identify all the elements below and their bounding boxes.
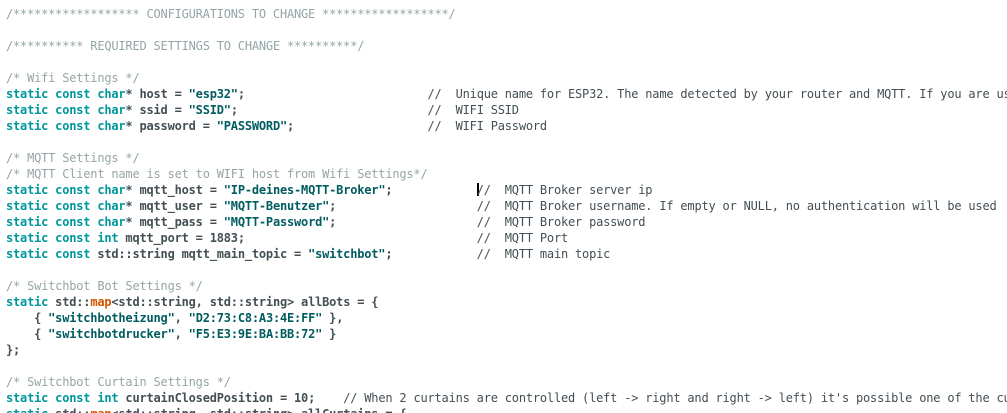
code-segment-str: "switchbot" [308, 247, 386, 261]
code-segment-com1: /* MQTT Client name is set to WIFI host … [6, 167, 428, 181]
code-segment-com1: /****************** CONFIGURATIONS TO CH… [6, 7, 456, 21]
code-segment-com2: // Unique name for ESP32. The name detec… [427, 87, 1007, 101]
code-segment-kw: static const int [6, 231, 119, 245]
code-line: static const char* host = "esp32"; // Un… [6, 86, 1007, 102]
code-segment-kw: static const char [6, 119, 126, 133]
code-line: /********** REQUIRED SETTINGS TO CHANGE … [6, 38, 1007, 54]
code-segment-plain: <std::string, std::string> allCurtains =… [111, 407, 406, 413]
code-segment-com2: // WIFI SSID [427, 103, 520, 117]
code-segment-str: "MQTT-Password" [223, 215, 330, 229]
code-segment-plain: * mqtt_user = [125, 199, 224, 213]
code-line [6, 22, 1007, 38]
code-line: /* MQTT Client name is set to WIFI host … [6, 166, 1007, 182]
code-segment-com1: /* Wifi Settings */ [6, 71, 140, 85]
code-segment-str: "MQTT-Benutzer" [223, 199, 330, 213]
code-segment-kw: static const char [6, 183, 126, 197]
code-segment-com2: // MQTT main topic [476, 247, 611, 261]
code-segment-plain: ; [385, 183, 477, 197]
code-line: static std::map<std::string, std::string… [6, 294, 1007, 310]
code-segment-plain: * host = [125, 87, 189, 101]
code-segment-kw: static const char [6, 103, 126, 117]
code-segment-str: "SSID" [188, 103, 231, 117]
code-segment-plain: ; [230, 103, 428, 117]
code-segment-com2: // WIFI Password [427, 119, 548, 133]
code-segment-com1: /* Switchbot Curtain Settings */ [6, 375, 231, 389]
code-segment-kw: static [6, 295, 49, 309]
code-segment-plain: curtainClosedPosition = 10; [118, 391, 344, 405]
code-segment-plain: ; [287, 119, 428, 133]
code-segment-plain: std:: [48, 407, 90, 413]
code-segment-str: "D2:73:C8:A3:4E:FF" [188, 311, 323, 325]
code-segment-plain: ; [237, 87, 428, 101]
code-segment-plain: }, [322, 311, 344, 325]
code-segment-kw: static const char [6, 215, 126, 229]
code-line [6, 134, 1007, 150]
code-line: /* MQTT Settings */ [6, 150, 1007, 166]
code-segment-plain: * ssid = [125, 103, 189, 117]
code-segment-plain: std::string mqtt_main_topic = [90, 247, 309, 261]
code-segment-com2: // MQTT Broker server ip [476, 183, 653, 197]
code-line: static const int mqtt_port = 1883; // MQ… [6, 230, 1007, 246]
code-line: static const int curtainClosedPosition =… [6, 390, 1007, 406]
code-segment-plain: std:: [48, 295, 91, 309]
code-segment-plain: ; [329, 199, 477, 213]
code-segment-fn: map [90, 295, 112, 309]
code-segment-kw: static const char [6, 87, 126, 101]
code-line: static const char* password = "PASSWORD"… [6, 118, 1007, 134]
code-line: static const std::string mqtt_main_topic… [6, 246, 1007, 262]
code-segment-com2: // When 2 curtains are controlled (left … [343, 391, 1007, 405]
code-segment-kw: static [6, 407, 48, 413]
code-segment-kw: static const int [6, 391, 119, 405]
code-segment-plain: * mqtt_pass = [125, 215, 224, 229]
code-line [6, 54, 1007, 70]
code-segment-plain: mqtt_port = 1883; [118, 231, 477, 245]
code-segment-plain: }; [6, 343, 21, 357]
code-segment-plain: , [174, 311, 189, 325]
code-segment-str: "esp32" [188, 87, 238, 101]
code-segment-fn: map [90, 407, 111, 413]
code-segment-com2: // MQTT Port [476, 231, 569, 245]
code-segment-plain: } [322, 327, 337, 341]
code-segment-kw: static const char [6, 199, 126, 213]
code-line: static const char* mqtt_user = "MQTT-Ben… [6, 198, 1007, 214]
code-segment-plain: { [6, 327, 49, 341]
code-line: }; [6, 342, 1007, 358]
code-segment-str: "switchbotdrucker" [48, 327, 175, 341]
code-segment-com1: /********** REQUIRED SETTINGS TO CHANGE … [6, 39, 365, 53]
code-segment-plain: ; [385, 247, 477, 261]
code-line: { "switchbotdrucker", "F5:E3:9E:BA:BB:72… [6, 326, 1007, 342]
code-segment-com1: /* Switchbot Bot Settings */ [6, 279, 203, 293]
code-segment-com2: // MQTT Broker username. If empty or NUL… [476, 199, 997, 213]
code-segment-plain: * mqtt_host = [125, 183, 224, 197]
code-segment-plain: ; [329, 215, 477, 229]
code-line: /* Switchbot Curtain Settings */ [6, 374, 1007, 390]
code-segment-com1: /* MQTT Settings */ [6, 151, 140, 165]
code-segment-str: "F5:E3:9E:BA:BB:72" [188, 327, 323, 341]
code-segment-str: "IP-deines-MQTT-Broker" [223, 183, 386, 197]
code-segment-plain: * password = [125, 119, 217, 133]
code-line: static const char* mqtt_pass = "MQTT-Pas… [6, 214, 1007, 230]
code-segment-kw: static const [6, 247, 91, 261]
text-cursor [476, 183, 479, 196]
code-line: { "switchbotheizung", "D2:73:C8:A3:4E:FF… [6, 310, 1007, 326]
code-line: /* Switchbot Bot Settings */ [6, 278, 1007, 294]
code-line: /****************** CONFIGURATIONS TO CH… [6, 6, 1007, 22]
code-line [6, 262, 1007, 278]
code-line: static std::map<std::string, std::string… [6, 406, 1007, 413]
code-segment-plain: { [6, 311, 49, 325]
code-line: static const char* mqtt_host = "IP-deine… [6, 182, 1007, 198]
code-segment-plain: <std::string, std::string> allBots = { [111, 295, 379, 309]
code-line: static const char* ssid = "SSID"; // WIF… [6, 102, 1007, 118]
code-line [6, 358, 1007, 374]
code-segment-str: "PASSWORD" [216, 119, 287, 133]
code-segment-str: "switchbotheizung" [48, 311, 175, 325]
code-line: /* Wifi Settings */ [6, 70, 1007, 86]
code-segment-com2: // MQTT Broker password [476, 215, 646, 229]
code-segment-plain: , [174, 327, 189, 341]
